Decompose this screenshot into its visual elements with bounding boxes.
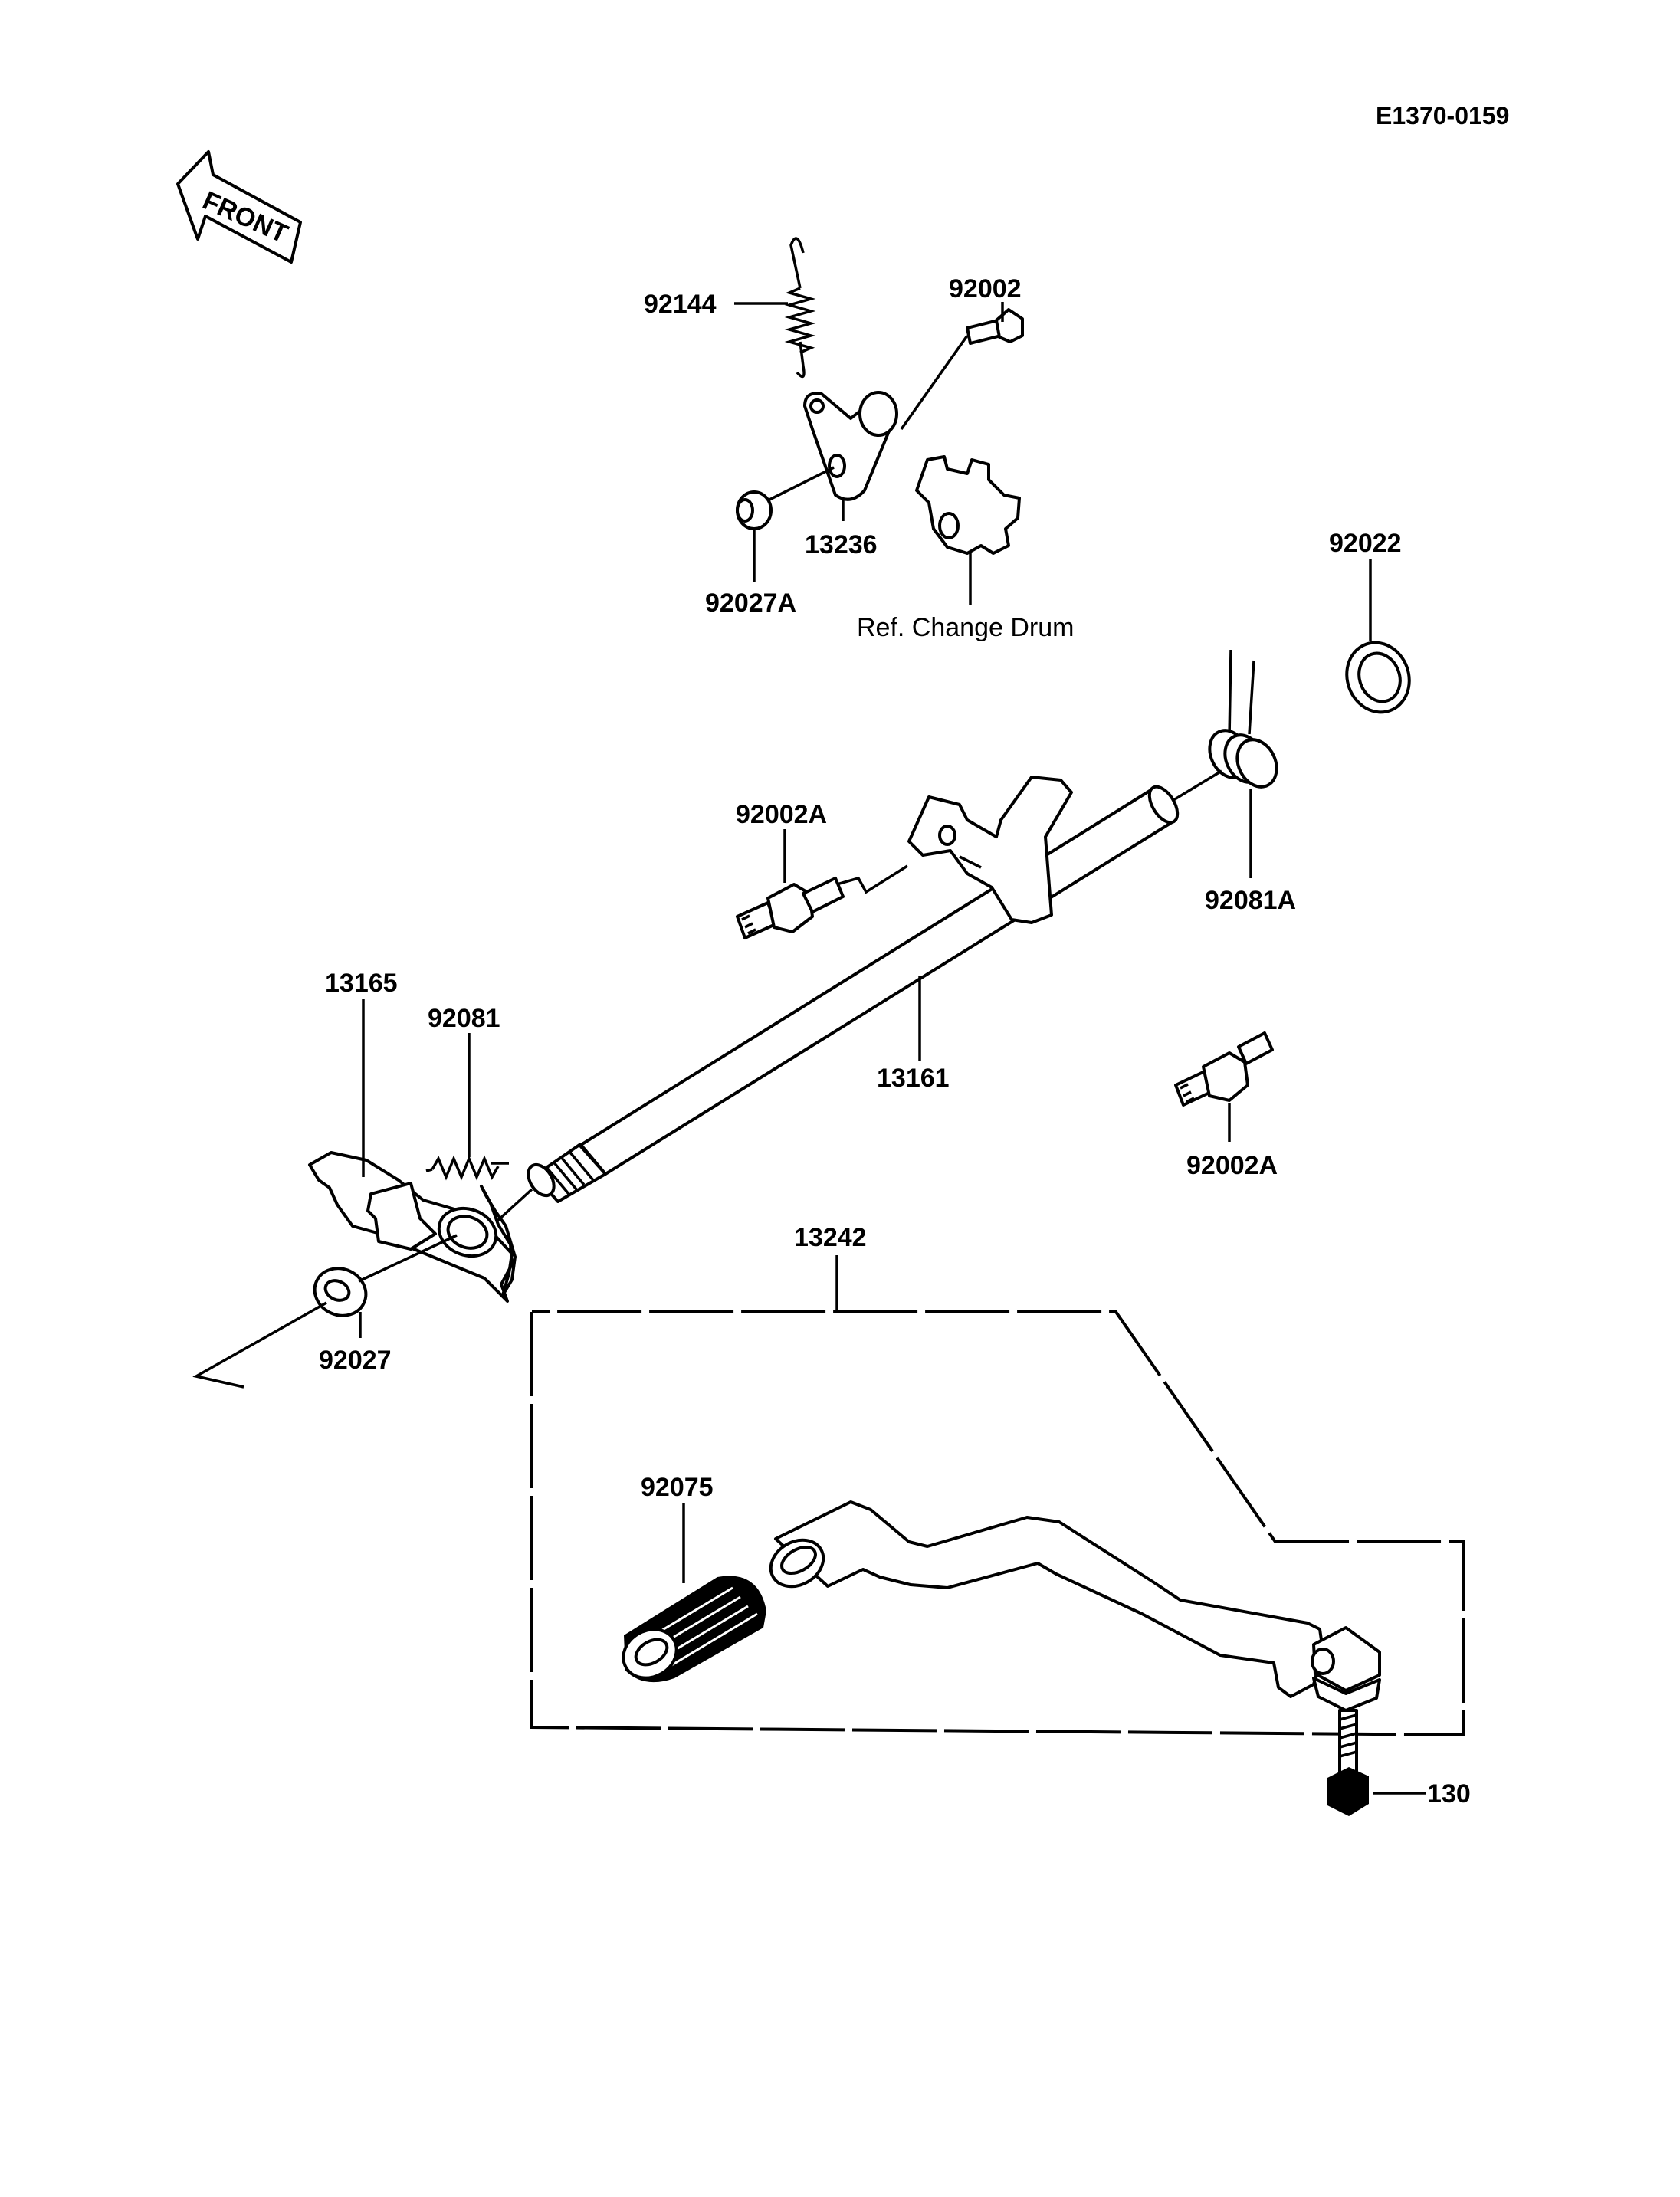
pin-92002A-top [736,877,845,939]
label-92027: 92027 [319,1346,392,1375]
label-92022: 92022 [1329,529,1402,558]
change-drum-pin-plate [915,455,1021,555]
label-13236: 13236 [805,530,878,559]
washer-92022 [1345,641,1411,714]
label-92144: 92144 [644,290,717,319]
label-13242: 13242 [794,1223,867,1252]
diagram-code: E1370-0159 [1376,102,1509,130]
ref-change-drum-note: Ref. Change Drum [857,613,1074,642]
assembly-box-13242 [530,1310,1465,1737]
spring-92081 [425,1155,509,1181]
axis-13236 [766,466,835,503]
label-130: 130 [1427,1779,1471,1808]
label-92002A-top: 92002A [736,800,827,829]
front-arrow-icon: FRONT [176,150,302,264]
collar-92027A [736,490,773,530]
label-92081: 92081 [428,1004,500,1033]
label-92027A: 92027A [705,589,796,618]
label-92075: 92075 [641,1473,714,1502]
label-92002A-right: 92002A [1186,1151,1278,1180]
axis-92002 [900,334,969,431]
bolt-92002 [966,308,1024,345]
spring-92081A [1208,649,1278,789]
lever-13236 [803,391,898,501]
label-92002: 92002 [949,274,1022,303]
rubber-92075 [622,1576,766,1683]
axis-92002A-top [825,864,908,894]
plate-13165 [308,1151,517,1303]
label-92081A: 92081A [1205,886,1296,915]
pin-92002A-right [1174,1031,1274,1107]
label-13161: 13161 [877,1064,950,1093]
axis-13165 [495,1188,533,1223]
axis-92027-front [192,1301,327,1389]
label-13165: 13165 [325,969,398,998]
axis-92027 [358,1234,458,1283]
shift-shaft-13161 [527,769,1222,1203]
bolt-130 [1327,1709,1369,1816]
washer-92027 [313,1267,368,1317]
shift-pedal [769,1500,1381,1712]
spring-92144 [784,237,816,379]
